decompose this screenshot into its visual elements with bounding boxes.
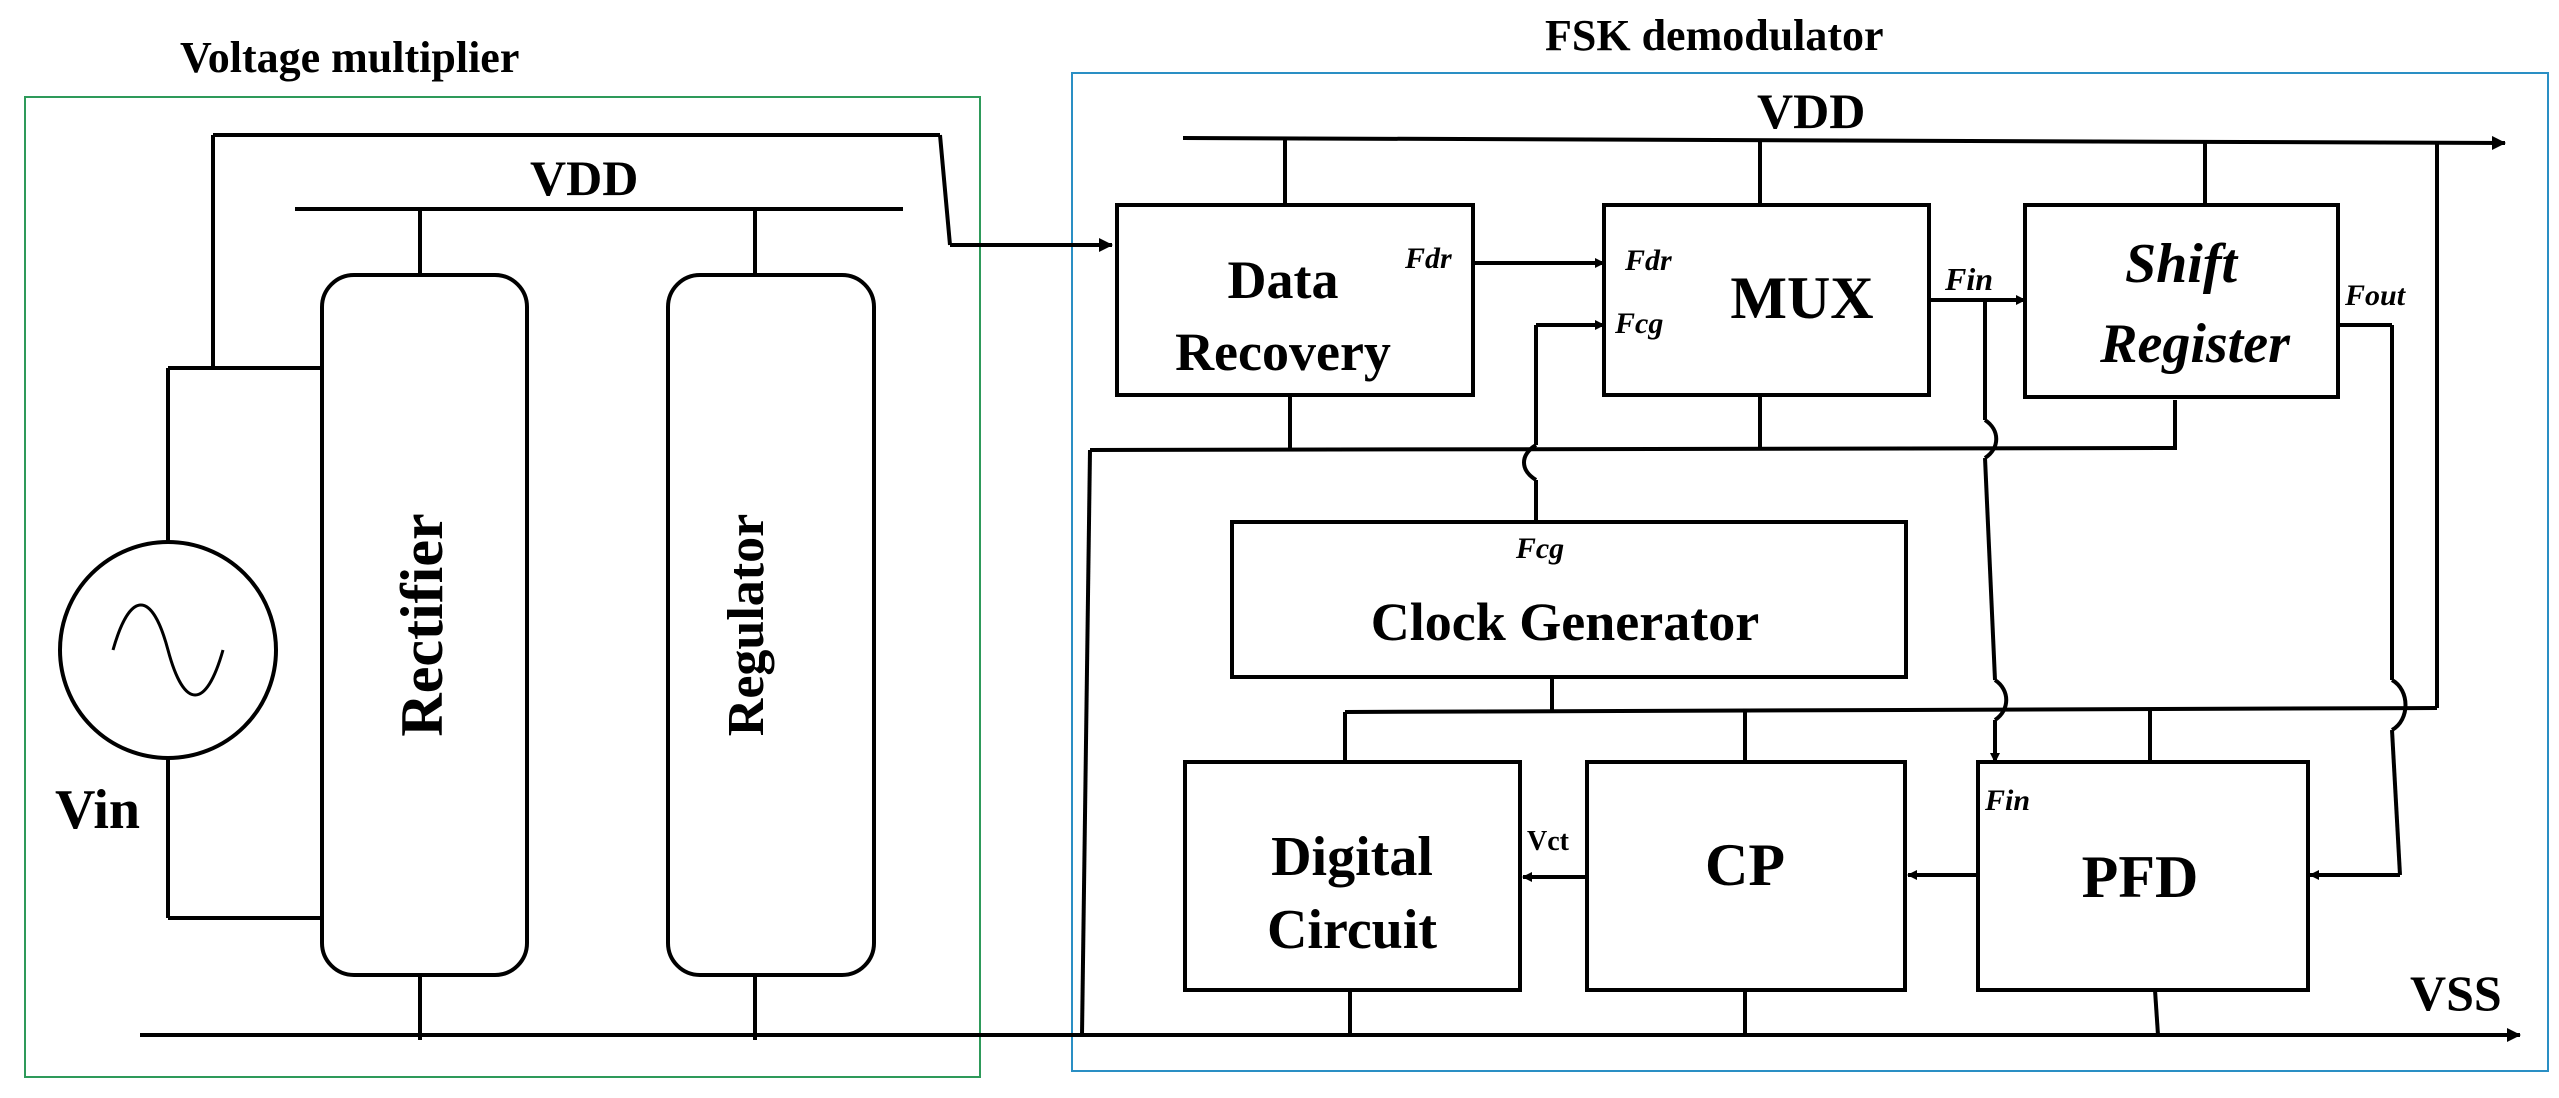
mux-out-label: Fin	[1944, 261, 1993, 297]
ac-source-icon	[58, 540, 278, 760]
data-recovery-line2: Recovery	[1175, 322, 1391, 382]
clock-generator-block	[1230, 520, 1908, 679]
fsk-demodulator-title: FSK demodulator	[1545, 11, 1884, 60]
cp-block	[1585, 760, 1907, 992]
shift-register-block	[2023, 203, 2340, 399]
rectifier-label: Rectifier	[389, 513, 455, 736]
voltage-multiplier-wiring	[166, 133, 1113, 1040]
vm-vdd-label: VDD	[530, 150, 638, 206]
vin-label: Vin	[55, 779, 140, 841]
pfd-block	[1976, 760, 2310, 992]
rectifier-block	[320, 273, 529, 977]
mux-in2-label: Fcg	[1614, 307, 1663, 340]
data-recovery-block	[1115, 203, 1475, 397]
pfd-in-label: Fin	[1984, 784, 2030, 817]
shift-register-out-label: Fout	[2344, 279, 2407, 312]
digital-circuit-block	[1183, 760, 1522, 992]
mux-block	[1602, 203, 1931, 397]
regulator-block	[666, 273, 876, 977]
digital-circuit-in-label: Vct	[1527, 826, 1570, 857]
clock-generator-out-label: Fcg	[1515, 532, 1564, 565]
shift-register-line1: Shift	[2125, 233, 2238, 295]
shift-register-line2: Register	[2099, 313, 2291, 375]
fsk-vdd-label: VDD	[1757, 83, 1865, 139]
mux-in1-label: Fdr	[1624, 244, 1672, 277]
voltage-multiplier-border	[24, 96, 981, 1078]
fsk-wiring	[1080, 135, 2506, 1036]
data-recovery-out-label: Fdr	[1404, 242, 1452, 275]
fsk-demodulator-border	[1071, 72, 2549, 1072]
digital-circuit-line1: Digital	[1271, 826, 1433, 888]
pfd-label: PFD	[2082, 844, 2199, 910]
clock-generator-label: Clock Generator	[1371, 592, 1759, 652]
digital-circuit-line2: Circuit	[1267, 899, 1437, 961]
vss-label: VSS	[2410, 965, 2502, 1021]
voltage-multiplier-title: Voltage multiplier	[180, 33, 519, 82]
cp-label: CP	[1705, 832, 1785, 898]
data-recovery-line1: Data	[1228, 250, 1339, 310]
regulator-label: Regulator	[718, 514, 775, 736]
mux-label: MUX	[1730, 265, 1873, 331]
